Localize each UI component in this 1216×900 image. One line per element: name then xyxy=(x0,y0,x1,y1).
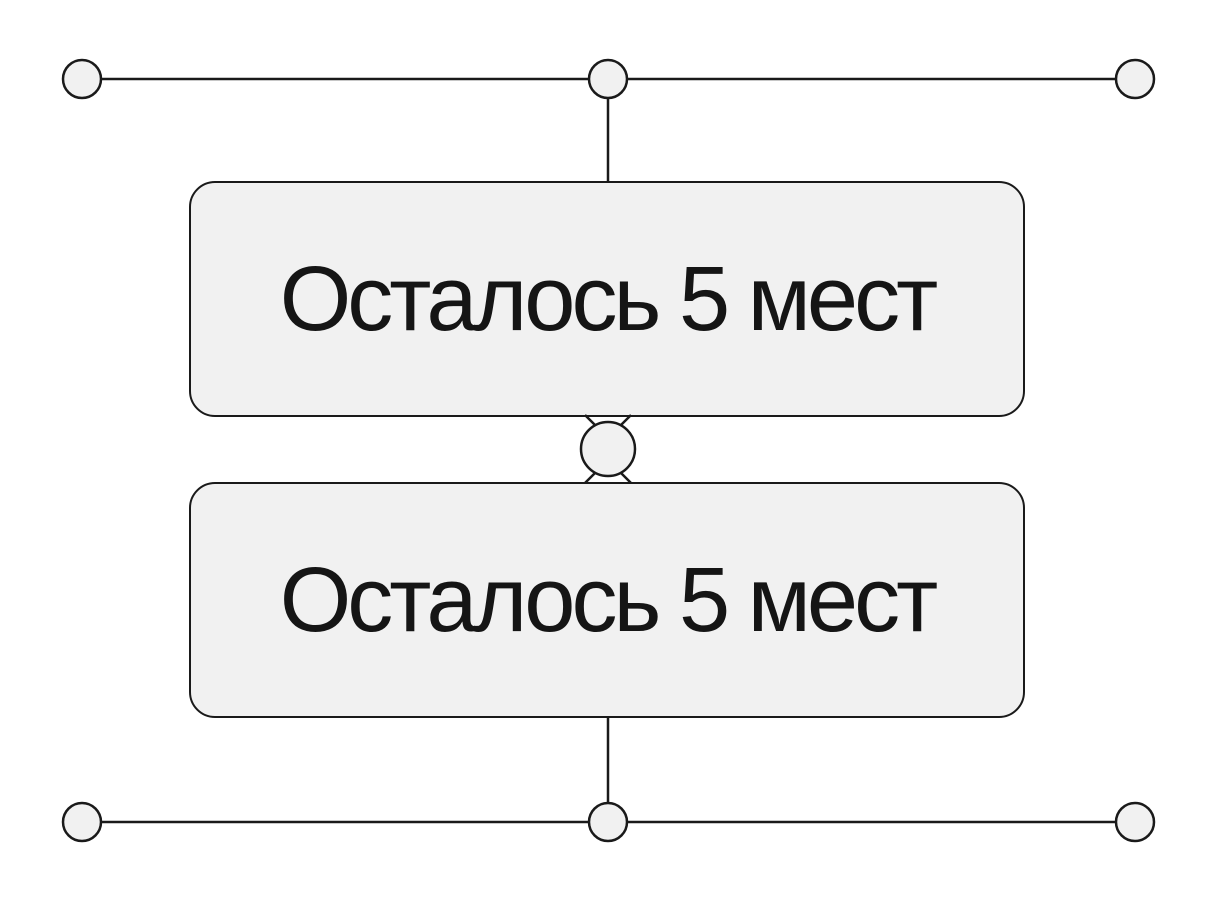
top-left-node xyxy=(61,58,103,100)
bottom-right-node xyxy=(1114,801,1156,843)
middle-node xyxy=(579,420,637,478)
top-card: Осталось 5 мест xyxy=(189,181,1025,417)
middle-junction xyxy=(579,414,637,484)
bottom-card-label: Осталось 5 мест xyxy=(279,548,938,651)
bottom-left-node xyxy=(61,801,103,843)
top-center-node xyxy=(587,58,629,100)
middle-junction-bracket-bottom xyxy=(584,472,632,484)
bottom-card: Осталось 5 мест xyxy=(189,482,1025,718)
top-right-node xyxy=(1114,58,1156,100)
top-card-label: Осталось 5 мест xyxy=(279,247,938,350)
bottom-center-node xyxy=(587,801,629,843)
middle-junction-bracket-top xyxy=(584,414,632,426)
